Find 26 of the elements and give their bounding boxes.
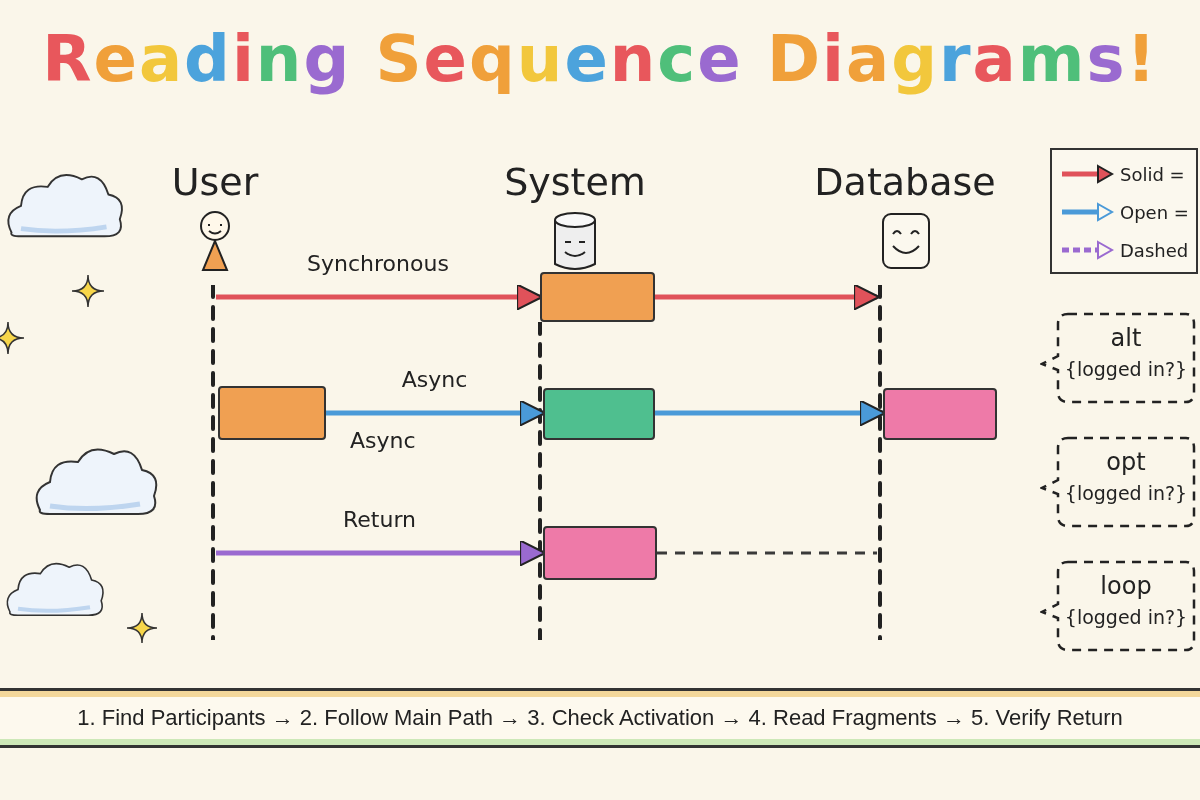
fragment-condition: {logged in?} — [1063, 481, 1189, 506]
message-label: Async — [350, 428, 416, 453]
activation-bar — [883, 388, 997, 440]
arrow — [655, 283, 881, 311]
lifeline — [210, 285, 216, 640]
activation-bar — [543, 526, 657, 580]
fragment-condition: {logged in?} — [1063, 357, 1189, 382]
title: Reading Sequence Diagrams! — [41, 22, 1159, 96]
lifeline — [877, 285, 883, 640]
participant-label: System — [503, 160, 647, 204]
fragment-label: opt — [1105, 447, 1147, 478]
activation-bar — [218, 386, 326, 440]
lifeline — [537, 322, 543, 640]
fragment-label: alt — [1109, 323, 1143, 354]
legend-text: Open = — [1120, 201, 1189, 223]
legend-text: Solid = — [1120, 163, 1185, 185]
activation-bar — [540, 272, 655, 322]
legend-text: Dashed — [1120, 239, 1189, 261]
participant-label: User — [170, 160, 260, 204]
participant-label: Database — [813, 160, 997, 204]
steps-text: 1. Find Participants → 2. Follow Main Path → 3. Check Activation → 4. Read Fragments → 5. Verify Return — [76, 704, 1124, 732]
activation-bar — [543, 388, 655, 440]
fragment-label: loop — [1099, 571, 1153, 602]
fragment-condition: {logged in?} — [1063, 605, 1189, 630]
banner — [0, 688, 1200, 748]
dashed-line — [657, 551, 877, 555]
